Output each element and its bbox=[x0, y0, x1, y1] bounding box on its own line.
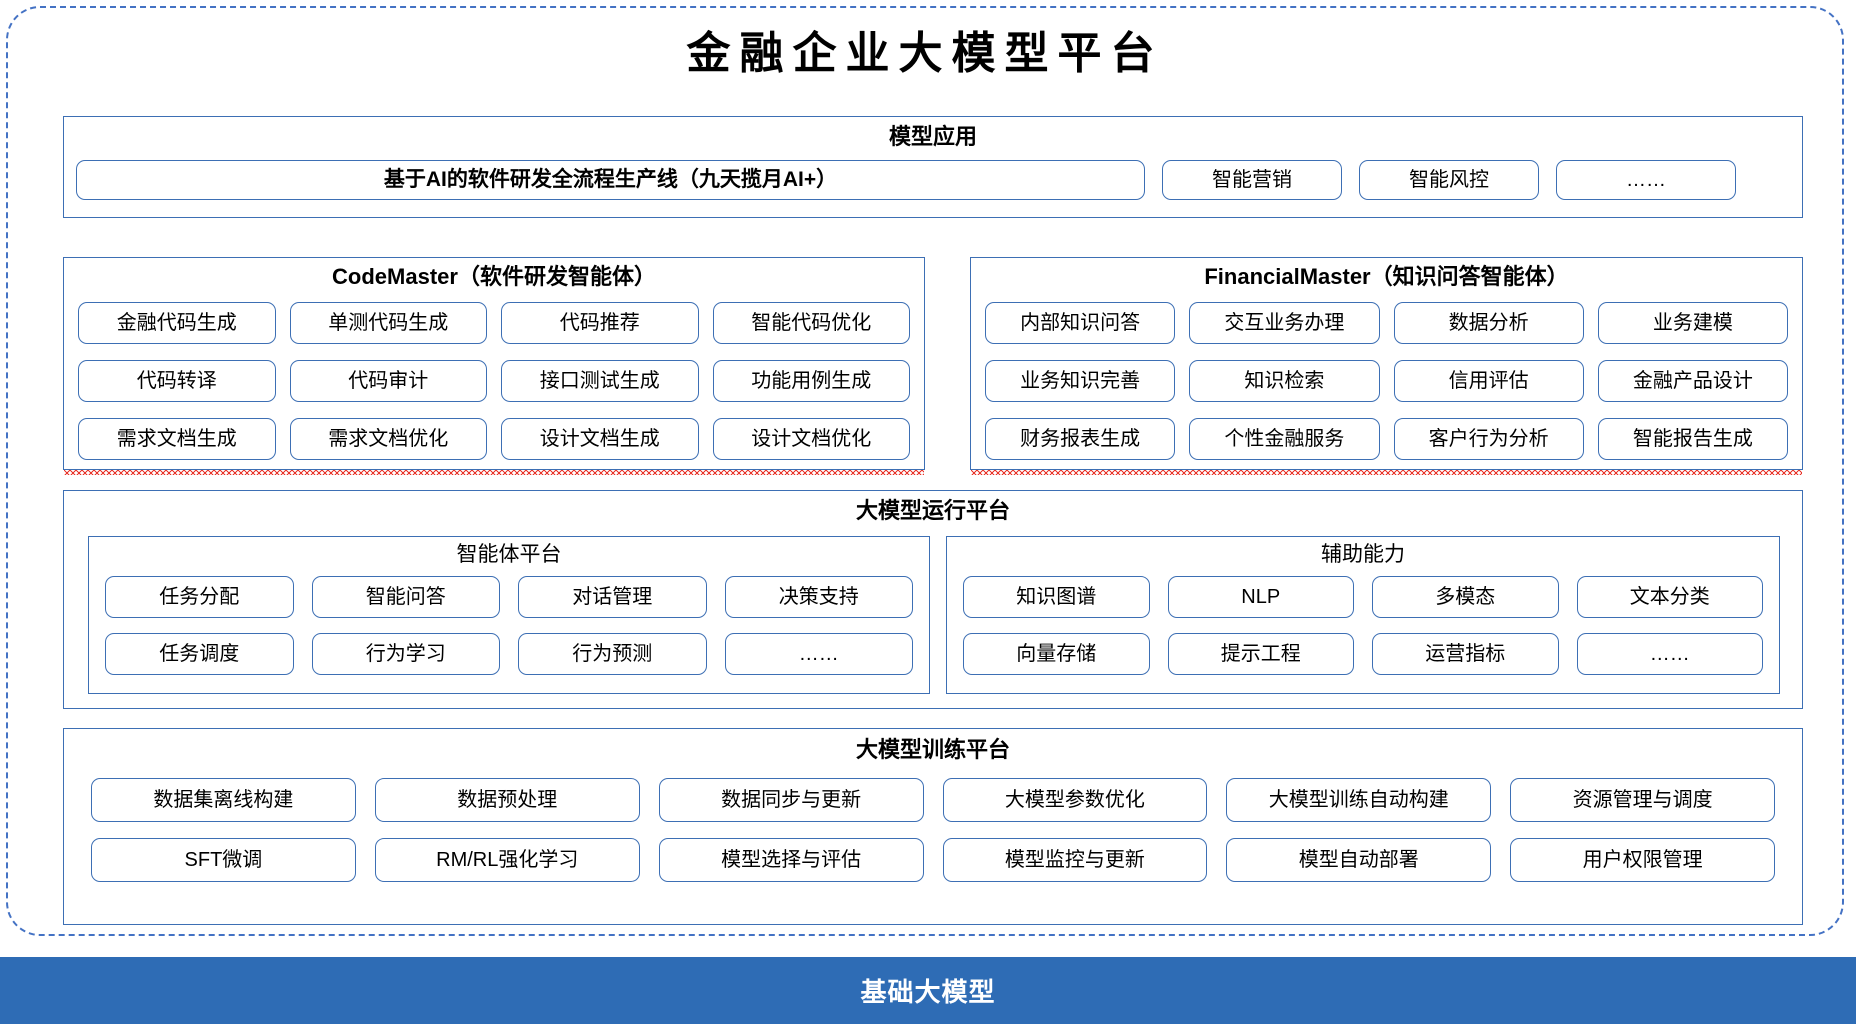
chip-agent-platform-4[interactable]: 任务调度 bbox=[105, 633, 294, 675]
spellcheck-squiggle-icon bbox=[971, 470, 1802, 475]
chip-auxiliary-6[interactable]: 运营指标 bbox=[1372, 633, 1559, 675]
foundation-model-bar: 基础大模型 bbox=[0, 957, 1856, 1024]
chip-financialmaster-10[interactable]: 客户行为分析 bbox=[1393, 418, 1584, 460]
sub-panel-title-auxiliary-ability: 辅助能力 bbox=[1321, 543, 1405, 566]
chip-agent-platform-6[interactable]: 行为预测 bbox=[518, 633, 707, 675]
chip-training-1[interactable]: 数据预处理 bbox=[374, 778, 640, 822]
chip-agent-platform-1[interactable]: 智能问答 bbox=[311, 576, 500, 618]
chip-codemaster-10[interactable]: 设计文档生成 bbox=[501, 418, 699, 460]
chip-financialmaster-8[interactable]: 财务报表生成 bbox=[985, 418, 1176, 460]
chip-codemaster-1[interactable]: 单测代码生成 bbox=[289, 302, 487, 344]
chip-codemaster-5[interactable]: 代码审计 bbox=[289, 360, 487, 402]
panel-title-codemaster: CodeMaster（软件研发智能体） bbox=[64, 264, 924, 475]
chip-codemaster-2[interactable]: 代码推荐 bbox=[501, 302, 699, 344]
chip-codemaster-4[interactable]: 代码转译 bbox=[78, 360, 276, 402]
chip-codemaster-7[interactable]: 功能用例生成 bbox=[712, 360, 910, 402]
chip-training-9[interactable]: 模型监控与更新 bbox=[942, 838, 1208, 882]
chip-training-7[interactable]: RM/RL强化学习 bbox=[374, 838, 640, 882]
chip-training-2[interactable]: 数据同步与更新 bbox=[658, 778, 924, 822]
sub-panel-title-agent-platform: 智能体平台 bbox=[456, 543, 562, 566]
platform-outer-frame: 金融企业大模型平台 模型应用 基于AI的软件研发全流程生产线（九天揽月AI+） … bbox=[6, 6, 1844, 936]
training-platform-grid: 数据集离线构建 数据预处理 数据同步与更新 大模型参数优化 大模型训练自动构建 … bbox=[91, 778, 1775, 882]
chip-agent-platform-3[interactable]: 决策支持 bbox=[724, 576, 913, 618]
chip-codemaster-3[interactable]: 智能代码优化 bbox=[712, 302, 910, 344]
chip-training-11[interactable]: 用户权限管理 bbox=[1510, 838, 1775, 882]
agent-platform-grid: 任务分配 智能问答 对话管理 决策支持 任务调度 行为学习 行为预测 …… bbox=[105, 576, 913, 675]
chip-codemaster-8[interactable]: 需求文档生成 bbox=[78, 418, 276, 460]
financialmaster-capability-grid: 内部知识问答 交互业务办理 数据分析 业务建模 业务知识完善 知识检索 信用评估… bbox=[985, 302, 1788, 460]
chip-financialmaster-11[interactable]: 智能报告生成 bbox=[1597, 418, 1788, 460]
chip-financialmaster-7[interactable]: 金融产品设计 bbox=[1597, 360, 1788, 402]
chip-training-3[interactable]: 大模型参数优化 bbox=[942, 778, 1208, 822]
panel-training-platform: 大模型训练平台 数据集离线构建 数据预处理 数据同步与更新 大模型参数优化 大模… bbox=[63, 728, 1803, 925]
chip-codemaster-6[interactable]: 接口测试生成 bbox=[501, 360, 699, 402]
chip-financialmaster-5[interactable]: 知识检索 bbox=[1189, 360, 1380, 402]
chip-auxiliary-5[interactable]: 提示工程 bbox=[1167, 633, 1354, 675]
panel-title-training-platform: 大模型训练平台 bbox=[855, 737, 1010, 762]
chip-financialmaster-6[interactable]: 信用评估 bbox=[1393, 360, 1584, 402]
chip-training-4[interactable]: 大模型训练自动构建 bbox=[1226, 778, 1492, 822]
chip-codemaster-9[interactable]: 需求文档优化 bbox=[289, 418, 487, 460]
chip-auxiliary-0[interactable]: 知识图谱 bbox=[963, 576, 1150, 618]
chip-agent-platform-7[interactable]: …… bbox=[724, 633, 913, 675]
panel-title-model-application: 模型应用 bbox=[888, 124, 977, 149]
chip-auxiliary-2[interactable]: 多模态 bbox=[1372, 576, 1559, 618]
panel-title-financialmaster: FinancialMaster（知识问答智能体） bbox=[971, 264, 1802, 475]
chip-agent-platform-2[interactable]: 对话管理 bbox=[518, 576, 707, 618]
page-title: 金融企业大模型平台 bbox=[686, 28, 1164, 79]
chip-financialmaster-1[interactable]: 交互业务办理 bbox=[1189, 302, 1380, 344]
codemaster-latin-name: CodeMaster bbox=[332, 264, 458, 289]
chip-ai-pipeline[interactable]: 基于AI的软件研发全流程生产线（九天揽月AI+） bbox=[76, 160, 1145, 200]
chip-smart-risk-control[interactable]: 智能风控 bbox=[1359, 160, 1539, 200]
financialmaster-latin-name: FinancialMaster bbox=[1204, 264, 1371, 289]
panel-runtime-platform: 大模型运行平台 智能体平台 任务分配 智能问答 对话管理 决策支持 任务调度 行… bbox=[63, 490, 1803, 709]
panel-financialmaster: FinancialMaster（知识问答智能体） 内部知识问答 交互业务办理 数… bbox=[970, 257, 1803, 475]
financialmaster-title-suffix: （知识问答智能体） bbox=[1370, 264, 1569, 289]
chip-financialmaster-0[interactable]: 内部知识问答 bbox=[985, 302, 1176, 344]
foundation-model-label: 基础大模型 bbox=[860, 977, 996, 1007]
chip-training-6[interactable]: SFT微调 bbox=[91, 838, 356, 882]
chip-financialmaster-9[interactable]: 个性金融服务 bbox=[1189, 418, 1380, 460]
panel-title-runtime-platform: 大模型运行平台 bbox=[855, 498, 1010, 523]
panel-codemaster: CodeMaster（软件研发智能体） 金融代码生成 单测代码生成 代码推荐 智… bbox=[63, 257, 925, 475]
chip-auxiliary-7[interactable]: …… bbox=[1576, 633, 1763, 675]
chip-auxiliary-4[interactable]: 向量存储 bbox=[963, 633, 1150, 675]
chip-financialmaster-2[interactable]: 数据分析 bbox=[1393, 302, 1584, 344]
auxiliary-ability-grid: 知识图谱 NLP 多模态 文本分类 向量存储 提示工程 运营指标 …… bbox=[963, 576, 1763, 675]
chip-more-apps[interactable]: …… bbox=[1556, 160, 1736, 200]
chip-financialmaster-4[interactable]: 业务知识完善 bbox=[985, 360, 1176, 402]
chip-codemaster-11[interactable]: 设计文档优化 bbox=[712, 418, 910, 460]
codemaster-title-suffix: （软件研发智能体） bbox=[457, 264, 656, 289]
chip-smart-marketing[interactable]: 智能营销 bbox=[1162, 160, 1342, 200]
chip-auxiliary-1[interactable]: NLP bbox=[1167, 576, 1354, 618]
spellcheck-squiggle-icon bbox=[64, 470, 924, 475]
chip-codemaster-0[interactable]: 金融代码生成 bbox=[78, 302, 276, 344]
chip-training-10[interactable]: 模型自动部署 bbox=[1226, 838, 1492, 882]
chip-training-5[interactable]: 资源管理与调度 bbox=[1510, 778, 1775, 822]
sub-panel-auxiliary-ability: 辅助能力 知识图谱 NLP 多模态 文本分类 向量存储 提示工程 运营指标 …… bbox=[946, 536, 1780, 694]
chip-financialmaster-3[interactable]: 业务建模 bbox=[1597, 302, 1788, 344]
model-application-row: 基于AI的软件研发全流程生产线（九天揽月AI+） 智能营销 智能风控 …… bbox=[76, 160, 1790, 200]
chip-auxiliary-3[interactable]: 文本分类 bbox=[1576, 576, 1763, 618]
sub-panel-agent-platform: 智能体平台 任务分配 智能问答 对话管理 决策支持 任务调度 行为学习 行为预测… bbox=[88, 536, 930, 694]
codemaster-capability-grid: 金融代码生成 单测代码生成 代码推荐 智能代码优化 代码转译 代码审计 接口测试… bbox=[78, 302, 910, 460]
chip-agent-platform-0[interactable]: 任务分配 bbox=[105, 576, 294, 618]
chip-training-8[interactable]: 模型选择与评估 bbox=[658, 838, 924, 882]
panel-model-application: 模型应用 基于AI的软件研发全流程生产线（九天揽月AI+） 智能营销 智能风控 … bbox=[63, 116, 1803, 218]
chip-agent-platform-5[interactable]: 行为学习 bbox=[311, 633, 500, 675]
chip-training-0[interactable]: 数据集离线构建 bbox=[91, 778, 356, 822]
